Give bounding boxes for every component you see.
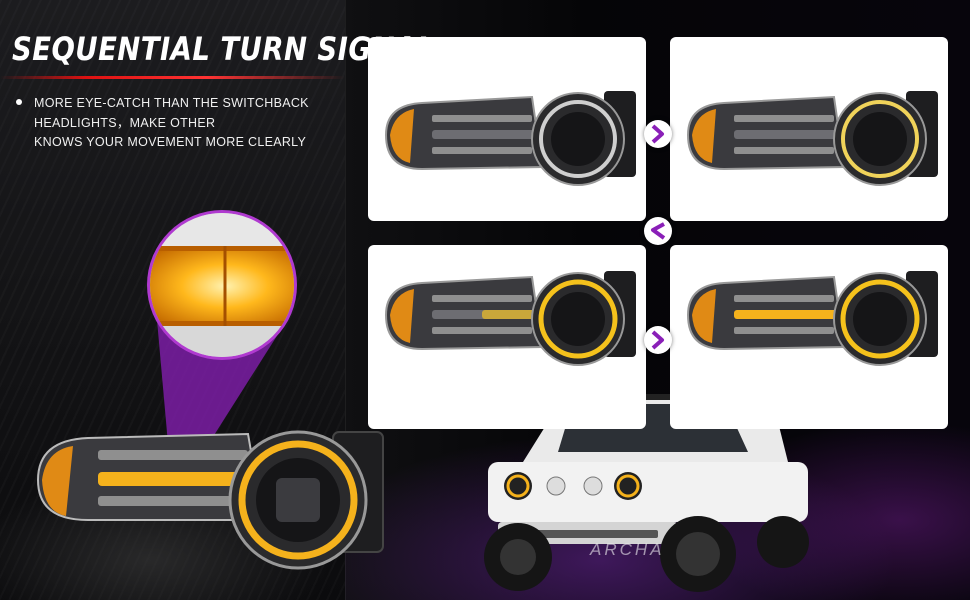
- brand-watermark: ARCHA: [590, 540, 665, 559]
- bullet-icon: [16, 99, 22, 105]
- sequence-card-4: [670, 245, 948, 429]
- description-line-3: KNOWS YOUR MOVEMENT MORE CLEARLY: [34, 135, 307, 149]
- description-line-2: HEADLIGHTS，MAKE OTHER: [34, 115, 216, 130]
- large-headlight-illustration: [36, 430, 384, 570]
- led-zoom-magnifier: [147, 210, 297, 500]
- chevron-right-icon: [644, 120, 672, 148]
- sequence-card-1: [368, 37, 646, 221]
- chevron-right-icon: [644, 326, 672, 354]
- sequence-card-2: [670, 37, 948, 221]
- panel-divider: [345, 0, 346, 600]
- title-underline: [0, 76, 345, 79]
- sequence-card-3: [368, 245, 646, 429]
- chevron-down-left-icon: [644, 217, 672, 245]
- banner-title: SEQUENTIAL TURN SIGNAL: [12, 30, 435, 68]
- feature-description: MORE EYE-CATCH THAN THE SWITCHBACK HEADL…: [34, 94, 334, 153]
- description-line-1: MORE EYE-CATCH THAN THE SWITCHBACK: [34, 96, 309, 110]
